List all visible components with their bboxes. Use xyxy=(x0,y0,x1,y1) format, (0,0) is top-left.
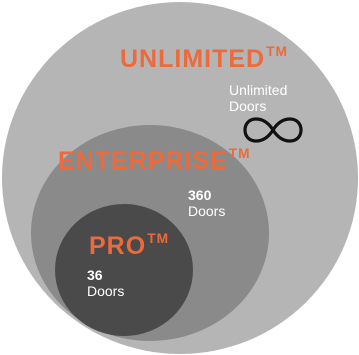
unlimited-doors-count: Unlimited xyxy=(229,82,288,98)
enterprise-tier-title: ENTERPRISETM xyxy=(58,146,251,175)
enterprise-doors: 360 Doors xyxy=(188,187,225,219)
enterprise-trademark: TM xyxy=(228,146,251,161)
pro-doors: 36 Doors xyxy=(87,267,124,299)
unlimited-trademark: TM xyxy=(266,44,288,59)
pro-tier-name: PRO xyxy=(89,232,147,260)
infinity-icon xyxy=(243,117,303,143)
pro-tier-title: PROTM xyxy=(89,231,170,260)
pro-doors-count: 36 xyxy=(87,267,103,283)
unlimited-tier-title: UNLIMITEDTM xyxy=(120,44,288,73)
enterprise-tier-name: ENTERPRISE xyxy=(58,147,228,175)
enterprise-doors-label: Doors xyxy=(188,203,226,219)
unlimited-doors: Unlimited Doors xyxy=(229,82,287,114)
unlimited-tier-name: UNLIMITED xyxy=(120,45,266,73)
enterprise-doors-count: 360 xyxy=(188,187,212,203)
pro-doors-label: Doors xyxy=(87,283,125,299)
pro-trademark: TM xyxy=(147,231,170,246)
unlimited-doors-label: Doors xyxy=(229,98,267,114)
pro-tier-circle xyxy=(55,204,193,336)
